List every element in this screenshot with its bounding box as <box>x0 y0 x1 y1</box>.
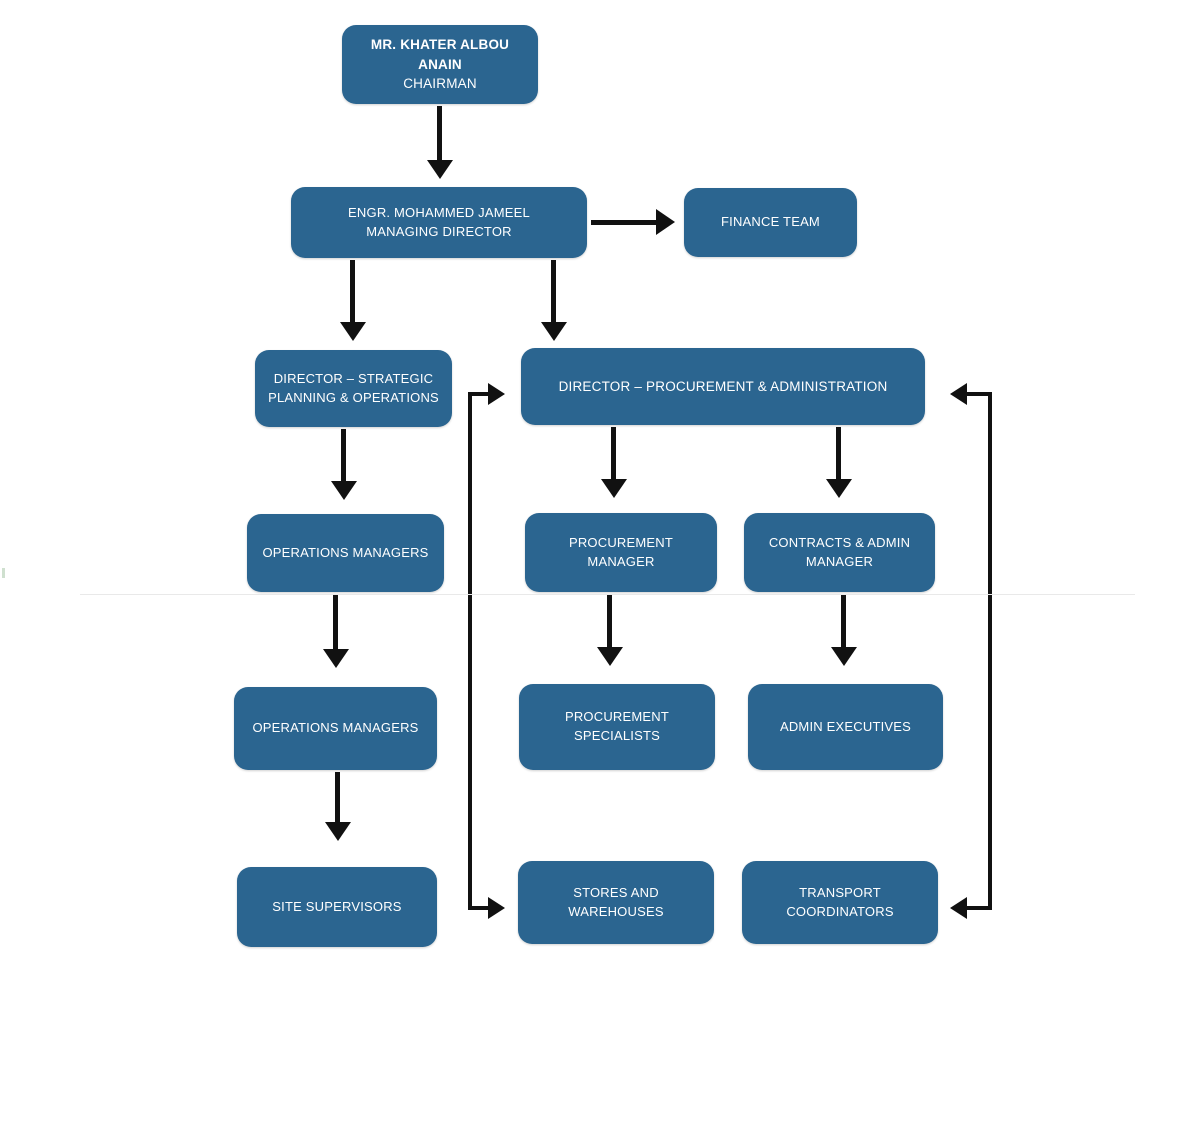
node-procurement-specialists[interactable]: PROCUREMENT SPECIALISTS <box>519 684 715 770</box>
node-managing-director[interactable]: ENGR. MOHAMMED JAMEEL MANAGING DIRECTOR <box>291 187 587 258</box>
node-transport-coordinators[interactable]: TRANSPORT COORDINATORS <box>742 861 938 944</box>
connector-right-bracket-bottom-stub <box>967 906 992 910</box>
node-procurement-manager-line1: PROCUREMENT <box>568 534 674 550</box>
node-director-strategic[interactable]: DIRECTOR – STRATEGIC PLANNING & OPERATIO… <box>255 350 452 427</box>
connector-md-to-finance-line <box>591 220 658 225</box>
connector-procmgr-to-procspec-arrow-icon <box>597 647 623 666</box>
connector-md-to-procurement-arrow-icon <box>541 322 567 341</box>
node-procurement-specialists-line1: PROCUREMENT <box>564 709 670 725</box>
connector-chairman-to-md-line <box>437 106 442 162</box>
node-finance-team[interactable]: FINANCE TEAM <box>684 188 857 257</box>
node-contracts-admin-manager-line1: CONTRACTS & ADMIN <box>768 534 911 550</box>
node-managing-director-name: ENGR. MOHAMMED JAMEEL <box>348 204 530 220</box>
node-site-supervisors-label: SITE SUPERVISORS <box>272 898 402 914</box>
node-admin-executives-label: ADMIN EXECUTIVES <box>779 718 912 734</box>
connector-strategic-to-opsmgr1-arrow-icon <box>331 481 357 500</box>
node-contracts-admin-manager-line2: MANAGER <box>805 553 874 569</box>
page-separator-line <box>80 594 1135 595</box>
node-operations-managers-2[interactable]: OPERATIONS MANAGERS <box>234 687 437 770</box>
node-procurement-specialists-line2: SPECIALISTS <box>573 728 660 743</box>
node-operations-managers-1-label: OPERATIONS MANAGERS <box>262 544 429 560</box>
node-director-procurement-label: DIRECTOR – PROCUREMENT & ADMINISTRATION <box>558 378 888 394</box>
node-site-supervisors[interactable]: SITE SUPERVISORS <box>237 867 437 947</box>
node-stores-warehouses[interactable]: STORES AND WAREHOUSES <box>518 861 714 944</box>
node-director-strategic-line2: PLANNING & OPERATIONS <box>268 389 439 405</box>
connector-md-to-strategic-arrow-icon <box>340 322 366 341</box>
node-transport-coordinators-line2: COORDINATORS <box>786 903 894 919</box>
connector-contracts-to-adminexec-line <box>841 594 846 649</box>
connector-procurement-to-procmgr-line <box>611 427 616 481</box>
node-stores-warehouses-line1: STORES AND <box>573 884 659 900</box>
connector-right-bracket-top-arrow-icon <box>950 383 967 405</box>
node-stores-warehouses-line2: WAREHOUSES <box>568 903 664 919</box>
connector-chairman-to-md-arrow-icon <box>427 160 453 179</box>
node-chairman-title: CHAIRMAN <box>403 76 477 92</box>
connector-right-bracket-vertical <box>988 392 992 910</box>
connector-left-bracket-vertical <box>468 392 472 910</box>
connector-md-to-finance-arrow-icon <box>656 209 675 235</box>
node-chairman-name: MR. KHATER ALBOU ANAIN <box>370 37 510 72</box>
connector-right-bracket-top-stub <box>967 392 992 396</box>
connector-procurement-to-contracts-arrow-icon <box>826 479 852 498</box>
node-admin-executives[interactable]: ADMIN EXECUTIVES <box>748 684 943 770</box>
node-finance-team-label: FINANCE TEAM <box>721 214 820 230</box>
node-procurement-manager[interactable]: PROCUREMENT MANAGER <box>525 513 717 592</box>
connector-opsmgr1-to-opsmgr2-arrow-icon <box>323 649 349 668</box>
node-operations-managers-2-label: OPERATIONS MANAGERS <box>252 720 419 736</box>
node-director-strategic-line1: DIRECTOR – STRATEGIC <box>273 370 434 386</box>
connector-opsmgr2-to-sitesup-arrow-icon <box>325 822 351 841</box>
connector-left-bracket-top-arrow-icon <box>488 383 505 405</box>
node-procurement-manager-line2: MANAGER <box>587 553 655 569</box>
connector-procurement-to-contracts-line <box>836 427 841 481</box>
connector-procurement-to-procmgr-arrow-icon <box>601 479 627 498</box>
connector-left-bracket-bottom-stub <box>468 906 490 910</box>
connector-procmgr-to-procspec-line <box>607 594 612 649</box>
connector-md-to-procurement-line <box>551 260 556 324</box>
connector-md-to-strategic-line <box>350 260 355 324</box>
node-director-procurement[interactable]: DIRECTOR – PROCUREMENT & ADMINISTRATION <box>521 348 925 425</box>
connector-contracts-to-adminexec-arrow-icon <box>831 647 857 666</box>
node-contracts-admin-manager[interactable]: CONTRACTS & ADMIN MANAGER <box>744 513 935 592</box>
connector-opsmgr2-to-sitesup-line <box>335 772 340 824</box>
node-chairman[interactable]: MR. KHATER ALBOU ANAIN CHAIRMAN <box>342 25 538 104</box>
node-managing-director-title: MANAGING DIRECTOR <box>366 223 512 239</box>
node-transport-coordinators-line1: TRANSPORT <box>799 884 881 900</box>
connector-right-bracket-bottom-arrow-icon <box>950 897 967 919</box>
connector-opsmgr1-to-opsmgr2-line <box>333 594 338 651</box>
connector-strategic-to-opsmgr1-line <box>341 429 346 483</box>
connector-left-bracket-bottom-arrow-icon <box>488 897 505 919</box>
left-edge-speck <box>2 568 5 578</box>
connector-left-bracket-top-stub <box>468 392 490 396</box>
node-operations-managers-1[interactable]: OPERATIONS MANAGERS <box>247 514 444 592</box>
